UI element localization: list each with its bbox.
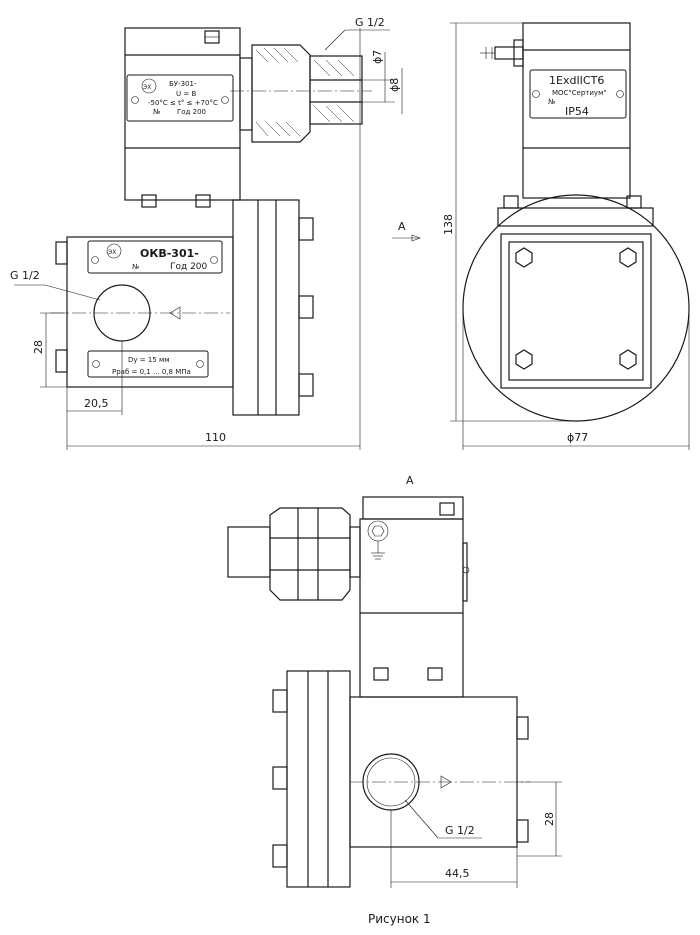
bottom-fitting-nut <box>269 507 351 601</box>
nut-icon <box>515 349 533 370</box>
bottom-flange <box>286 670 351 888</box>
plate-params: Dy = 15 мм Pраб = 0,1 ... 0,8 МПа <box>87 350 209 378</box>
thread-top-label: G 1/2 <box>355 16 385 29</box>
cable-gland-icon <box>494 46 524 60</box>
param-pressure: Pраб = 0,1 ... 0,8 МПа <box>112 368 191 376</box>
plate-okv301: ЭХ ОКВ-301- № Год 200 <box>87 240 223 274</box>
bottom-thread-label: G 1/2 <box>445 824 475 837</box>
dim-110: 110 <box>205 431 226 444</box>
plate-okv-model: ОКВ-301- <box>140 247 199 260</box>
side-flange-circle <box>462 194 690 422</box>
view-arrow-label: A <box>398 220 406 233</box>
plate-bu-serial: № <box>153 108 160 116</box>
side-square-body <box>500 233 652 389</box>
nut-icon <box>515 247 533 268</box>
plate-screw-icon <box>210 256 218 264</box>
plate-bu-temp: -50°C ≤ t° ≤ +70°C <box>148 99 218 107</box>
fitting-section <box>230 44 372 143</box>
bolt-icon <box>516 819 529 843</box>
param-diameter: Dy = 15 мм <box>128 356 170 364</box>
ground-bolt-icon <box>367 520 389 542</box>
thread-side-label: G 1/2 <box>10 269 40 282</box>
plate-screw-icon <box>92 360 100 368</box>
plate-ex-mark: 1ExdIICT6 <box>549 74 604 87</box>
figure-caption: Рисунок 1 <box>368 912 431 926</box>
nut-icon <box>619 349 637 370</box>
screw-icon <box>373 667 389 681</box>
bolt-icon <box>55 349 68 373</box>
plate-ip: IP54 <box>565 105 589 118</box>
svg-text:ЭХ: ЭХ <box>108 249 116 256</box>
dim-28-bottom: 28 <box>543 812 556 826</box>
bolt-icon <box>55 241 68 265</box>
side-upper-block <box>522 22 631 199</box>
front-flange <box>232 199 300 416</box>
plate-okv-serial: № <box>132 263 139 271</box>
dim-28-front: 28 <box>32 340 45 354</box>
plate-screw-icon <box>91 256 99 264</box>
plate-screw-icon <box>532 90 540 98</box>
plate-screw-icon <box>616 90 624 98</box>
svg-text:ЭХ: ЭХ <box>143 84 151 91</box>
plate-screw-icon <box>221 96 229 104</box>
view-a-label: А <box>406 474 414 487</box>
bottom-upper-block <box>359 518 464 698</box>
plate-cert: МОС"Сертиум" <box>552 89 607 97</box>
plate-bu301: ЭХ БУ-301- U = B -50°C ≤ t° ≤ +70°C № Го… <box>126 74 234 122</box>
plate-ex-serial: № <box>548 98 555 106</box>
screw-icon <box>427 667 443 681</box>
bolt-icon <box>272 689 288 713</box>
plate-screw-icon <box>196 360 204 368</box>
dim-20-5: 20,5 <box>84 397 109 410</box>
side-view: 1ExdIICT6 МОС"Сертиум" № IP54 A 138 ϕ77 <box>392 22 690 450</box>
plate-bu-voltage: U = B <box>176 90 196 98</box>
logo-icon <box>141 78 157 94</box>
screw-icon <box>141 194 157 208</box>
dim-138: 138 <box>442 214 455 235</box>
plate-screw-icon <box>131 96 139 104</box>
plate-bu-year: Год 200 <box>177 108 206 116</box>
screw-icon <box>503 195 519 209</box>
bolt-icon <box>272 844 288 868</box>
nut-icon <box>619 247 637 268</box>
flow-arrow-icon <box>169 306 181 320</box>
bolt-icon <box>298 373 314 397</box>
screw-icon <box>195 194 211 208</box>
plate-okv-year: Год 200 <box>170 262 208 272</box>
bottom-view: А <box>227 474 562 888</box>
bolt-icon <box>272 766 288 790</box>
screw-icon <box>439 502 455 516</box>
bolt-icon <box>298 295 314 319</box>
dim-phi7: ϕ7 <box>371 50 384 64</box>
bolt-icon <box>516 716 529 740</box>
bottom-main-block <box>349 696 518 848</box>
front-view: ЭХ БУ-301- U = B -50°C ≤ t° ≤ +70°C № Го… <box>10 16 403 450</box>
dim-phi8: ϕ8 <box>388 78 401 92</box>
logo-icon <box>106 243 122 259</box>
plate-ex: 1ExdIICT6 МОС"Сертиум" № IP54 <box>529 69 627 119</box>
plate-bu-model: БУ-301- <box>169 80 197 88</box>
dim-phi77: ϕ77 <box>567 431 588 444</box>
dim-44-5: 44,5 <box>445 867 470 880</box>
bolt-icon <box>298 217 314 241</box>
